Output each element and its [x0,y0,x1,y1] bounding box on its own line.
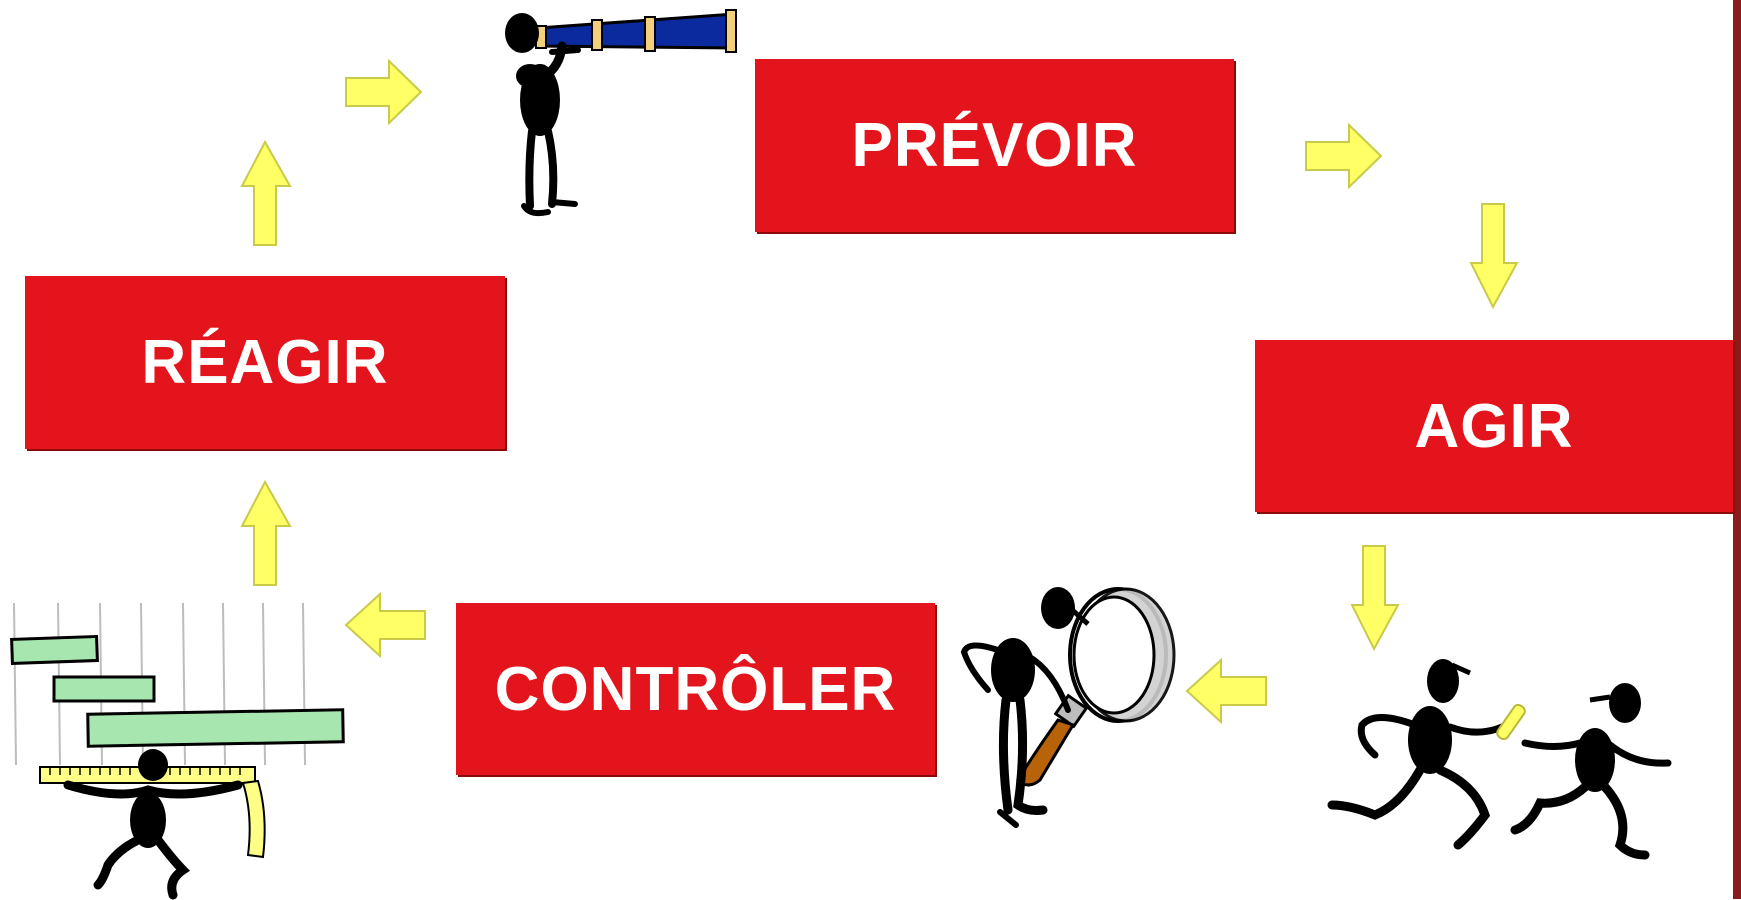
telescope-figure-icon [500,6,745,221]
slide-edge-bar [1733,0,1741,899]
step-box-controler: CONTRÔLER [456,603,935,775]
gantt-chart-figure-icon [8,595,348,900]
arrow-up-icon [238,478,294,588]
step-box-reagir: RÉAGIR [25,276,505,449]
step-box-agir: AGIR [1255,340,1733,512]
runners-baton-icon [1300,655,1695,870]
magnifier-figure-icon [958,580,1193,835]
arrow-right-icon [343,58,425,126]
step-label-prevoir: PRÉVOIR [851,110,1137,181]
arrow-down-icon [1349,543,1401,653]
step-box-prevoir: PRÉVOIR [755,59,1234,232]
arrow-down-icon [1468,201,1520,311]
step-label-controler: CONTRÔLER [495,654,897,725]
step-label-reagir: RÉAGIR [141,327,388,398]
arrow-left-icon [342,591,428,659]
arrow-right-icon [1303,122,1385,190]
step-label-agir: AGIR [1415,391,1574,462]
arrow-up-icon [238,138,294,248]
arrow-left-icon [1183,657,1269,725]
